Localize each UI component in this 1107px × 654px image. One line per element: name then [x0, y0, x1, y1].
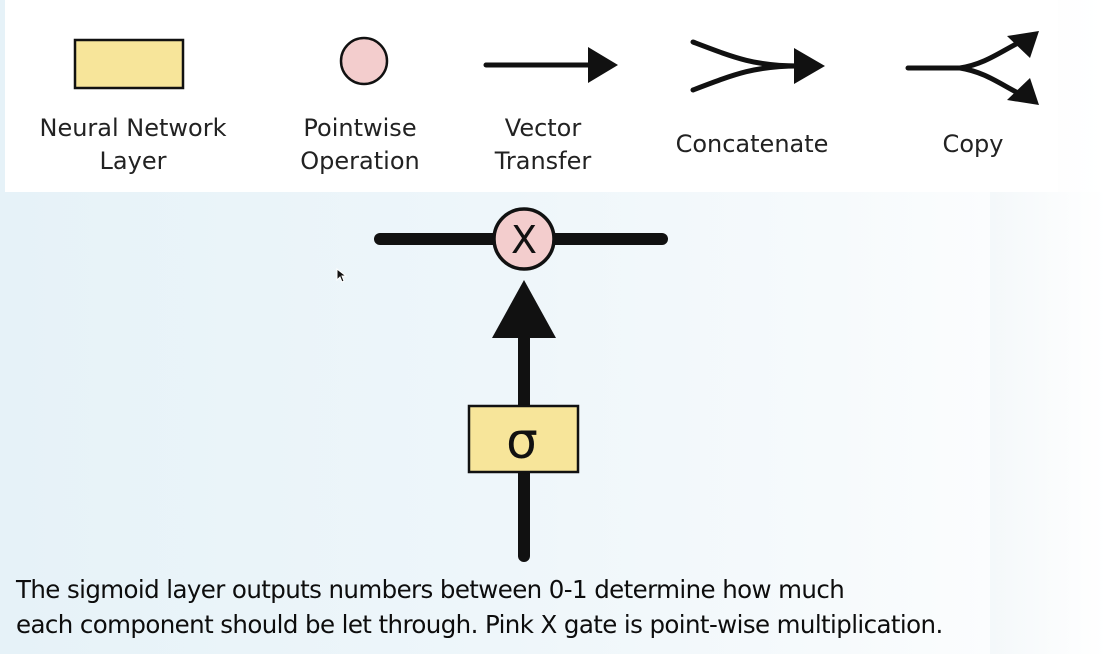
right-margin-strip — [990, 192, 1107, 654]
copy-icon — [905, 31, 1039, 105]
legend-label-pointwise-operation: Pointwise Operation — [300, 114, 420, 175]
legend-panel — [5, 0, 1058, 192]
pointwise-multiply-gate — [492, 207, 556, 271]
arrow-up-icon — [492, 280, 556, 338]
neural-network-layer-icon — [73, 38, 185, 90]
sigmoid-symbol: σ — [506, 412, 538, 470]
sigmoid-layer — [467, 404, 580, 474]
caption-line-1: The sigmoid layer outputs numbers betwee… — [16, 575, 845, 604]
concatenate-icon — [690, 39, 825, 93]
legend-label-neural-network-layer: Neural Network Layer — [39, 114, 227, 175]
caption-line-2: each component should be let through. Pi… — [16, 610, 943, 639]
legend-label-copy: Copy — [942, 130, 1004, 158]
gate-symbol: X — [511, 218, 537, 262]
legend-label-concatenate: Concatenate — [675, 130, 829, 158]
pointwise-operation-icon — [339, 36, 389, 86]
legend-label-vector-transfer: Vector Transfer — [494, 114, 592, 175]
vector-transfer-icon — [483, 47, 618, 83]
caption: The sigmoid layer outputs numbers betwee… — [16, 572, 1096, 642]
mouse-pointer-icon — [336, 268, 348, 283]
